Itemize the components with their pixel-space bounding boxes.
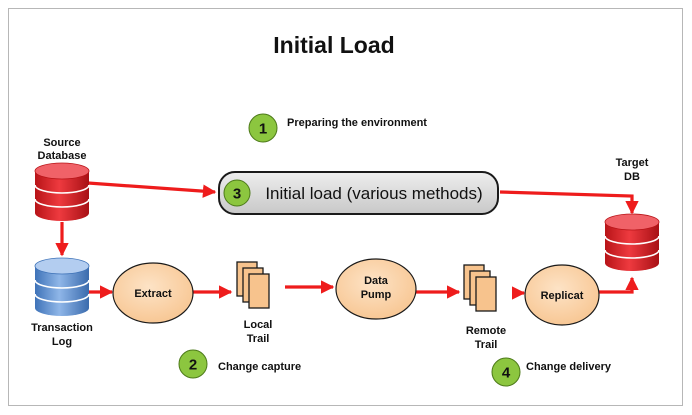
database-icon: [34, 257, 90, 316]
target-database: Target DB: [604, 157, 660, 271]
target-db-label-line1: Target: [616, 157, 649, 169]
remote-trail-label-line2: Trail: [475, 339, 498, 351]
remote-trail-label-line1: Remote: [466, 325, 506, 337]
step-2-badge: 2: [178, 349, 208, 379]
replicat-label: Replicat: [541, 290, 584, 302]
arrow-initial-load-to-target: [499, 190, 639, 215]
data-pump-label-line1: Data: [364, 275, 389, 287]
data-pump-process: Data Pump: [335, 258, 417, 320]
initial-load-label: Initial load (various methods): [265, 184, 482, 203]
replicat-process: Replicat: [524, 264, 600, 326]
initial-load-pill: [218, 171, 499, 215]
local-trail-label-line1: Local: [244, 319, 273, 331]
step-1-label: Preparing the environment: [287, 117, 427, 129]
step-4: 4 Change delivery: [491, 357, 612, 387]
trail-files-icon: [236, 261, 270, 309]
local-trail: Local Trail: [236, 261, 273, 345]
step-1-badge: 1: [248, 113, 278, 143]
step-2: 2 Change capture: [178, 349, 301, 379]
log-label-line2: Log: [52, 336, 72, 348]
local-trail-label-line2: Trail: [247, 333, 270, 345]
transaction-log: Transaction Log: [31, 257, 93, 348]
trail-files-icon: [463, 264, 497, 312]
database-icon: [34, 162, 90, 221]
step-3-number: 3: [233, 186, 241, 203]
source-db-label-line1: Source: [43, 137, 80, 149]
database-icon: [604, 213, 660, 271]
step-1: 1 Preparing the environment: [248, 113, 427, 143]
extract-label: Extract: [134, 288, 172, 300]
initial-load-step: 3 Initial load (various methods): [218, 171, 499, 215]
step-2-label: Change capture: [218, 361, 301, 373]
remote-trail: Remote Trail: [463, 264, 506, 351]
target-db-label-line2: DB: [624, 171, 640, 183]
step-4-number: 4: [502, 365, 511, 382]
flow-arrows: [55, 181, 639, 300]
source-db-label-line2: Database: [38, 150, 87, 162]
step-4-label: Change delivery: [526, 361, 612, 373]
arrow-source-to-initial-load: [87, 181, 217, 198]
source-database: Source Database: [34, 137, 90, 221]
arrow-replicat-to-target: [597, 276, 639, 294]
data-pump-label-line2: Pump: [361, 289, 392, 301]
step-2-number: 2: [189, 357, 197, 374]
step-4-badge: 4: [491, 357, 521, 387]
step-1-number: 1: [259, 121, 267, 138]
diagram-title: Initial Load: [273, 32, 394, 58]
log-label-line1: Transaction: [31, 322, 93, 334]
extract-process: Extract: [112, 262, 194, 324]
step-3-badge: 3: [223, 179, 251, 207]
